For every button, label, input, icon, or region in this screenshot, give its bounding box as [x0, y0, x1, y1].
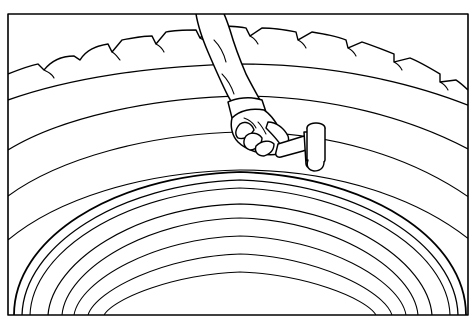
gloved-hand-icon: [196, 14, 290, 156]
rim-ring-5: [104, 272, 376, 315]
rim-ring-1: [48, 204, 432, 315]
tool-body-left: [307, 128, 325, 165]
tire-bead-edge-1: [14, 172, 466, 315]
rim-ring-4: [88, 254, 392, 315]
rim-ring-3: [74, 236, 406, 315]
tire-bead-edge-2: [22, 180, 458, 315]
tire-bead-edge-3: [30, 188, 450, 315]
rim-ring-2: [62, 218, 418, 315]
